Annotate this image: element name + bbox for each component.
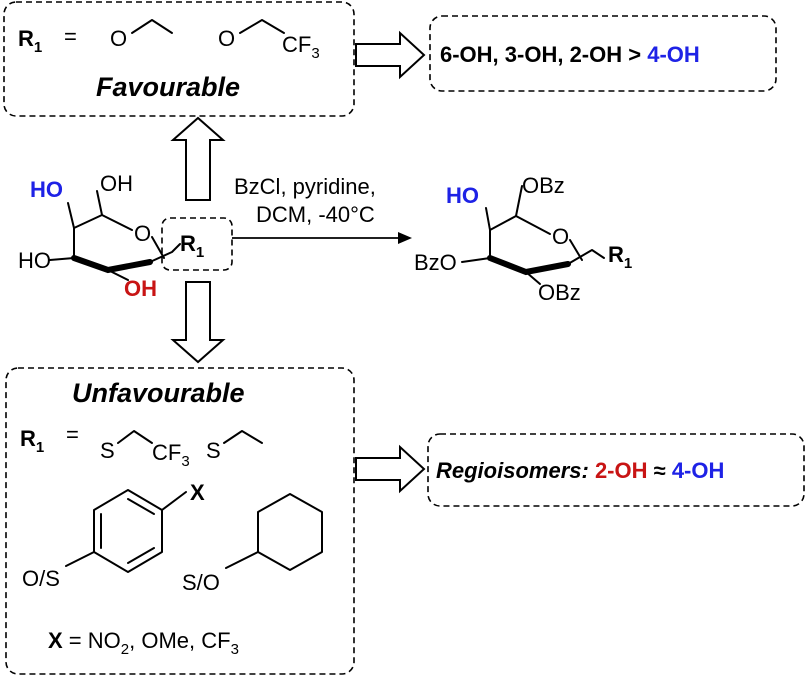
cyclohexyl-so-label: S/O xyxy=(182,570,220,595)
start-ring-o: O xyxy=(134,221,151,246)
start-front-bonds xyxy=(71,255,153,274)
start-galactoside: HO OH O HO OH R1 xyxy=(18,171,233,301)
product-ho-4: HO xyxy=(446,183,479,208)
r1-highlight-box xyxy=(161,217,233,271)
cyclohexane-ring xyxy=(257,493,323,571)
thioethyl-chain xyxy=(223,430,263,444)
reaction-arrowhead xyxy=(398,232,412,244)
reagents-line2: DCM, -40°C xyxy=(256,202,375,227)
start-c4-c6-bonds xyxy=(67,190,103,229)
trifluoroethyl-chain xyxy=(239,19,285,34)
product-c1-r1-bond xyxy=(567,249,605,265)
reagents-line1: BzCl, pyridine, xyxy=(234,174,376,199)
aryl-os-label: O/S xyxy=(22,566,60,591)
unfavourable-result-box xyxy=(427,433,805,507)
benzene-ring xyxy=(93,489,163,573)
benzene-inner-bond-1 xyxy=(127,498,155,515)
start-c5-o-bond xyxy=(101,214,133,231)
aryl-os-bond xyxy=(65,551,95,567)
product-c4-c6-bonds xyxy=(485,185,523,231)
product-c4-c3-bonds xyxy=(461,229,491,263)
favourable-arrow xyxy=(355,30,426,80)
start-oh-6: OH xyxy=(100,171,133,196)
favourable-result-text: 6-OH, 3-OH, 2-OH > 4-OH xyxy=(440,42,700,67)
top-o1: O xyxy=(110,26,127,51)
cyclohexyl-so-bond xyxy=(225,551,259,569)
top-cf3: CF3 xyxy=(282,32,320,62)
thio-trifluoroethyl-chain xyxy=(117,430,153,444)
unfavourable-label: Unfavourable xyxy=(72,378,245,408)
product-r1: R1 xyxy=(608,242,632,272)
start-c4-c3-bonds xyxy=(49,227,75,261)
bottom-s1: S xyxy=(100,438,115,463)
benzene-inner-bond-2 xyxy=(127,547,155,564)
product-galactoside: HO OBz O BzO OBz R1 xyxy=(414,173,632,305)
aryl-x-label: X xyxy=(190,480,205,505)
product-obz-2: OBz xyxy=(538,280,581,305)
up-arrow xyxy=(170,116,226,201)
start-r1: R1 xyxy=(180,231,204,261)
cyclohexyl-substituent: S/O xyxy=(182,493,323,595)
product-obz-6: OBz xyxy=(522,173,565,198)
aryl-x-bond xyxy=(161,491,187,511)
start-ho-4: HO xyxy=(30,177,63,202)
top-o2: O xyxy=(218,26,235,51)
down-arrow xyxy=(170,281,226,364)
x-definition: X = NO2, OMe, CF3 xyxy=(48,628,239,658)
bottom-s2: S xyxy=(206,438,221,463)
start-ho-3: HO xyxy=(18,248,51,273)
unfavourable-arrow xyxy=(355,444,426,494)
favourable-result-box xyxy=(429,15,777,92)
product-ring-o: O xyxy=(552,224,569,249)
top-r1-label: R1 xyxy=(18,26,42,56)
start-o-c1-bond xyxy=(151,236,165,259)
start-c2-oh-bond xyxy=(107,269,129,281)
unfavourable-box xyxy=(5,367,355,675)
product-front-bonds xyxy=(487,255,571,276)
product-c5-o-bond xyxy=(515,215,551,235)
product-c2-obz-bond xyxy=(525,271,541,285)
favourable-label: Favourable xyxy=(96,72,240,102)
top-equals: = xyxy=(64,24,77,49)
bottom-r1-label: R1 xyxy=(20,426,44,456)
favourable-box xyxy=(3,1,355,117)
start-c1-r1-bond xyxy=(149,243,181,263)
unfavourable-result-text: Regioisomers: 2-OH ≈ 4-OH xyxy=(436,458,724,483)
bottom-equals: = xyxy=(66,422,79,447)
bottom-cf3: CF3 xyxy=(152,440,190,470)
start-oh-2: OH xyxy=(124,276,157,301)
product-bzo-3: BzO xyxy=(414,250,457,275)
aryl-substituent: X O/S xyxy=(22,480,205,591)
ethyl-chain xyxy=(131,19,173,34)
